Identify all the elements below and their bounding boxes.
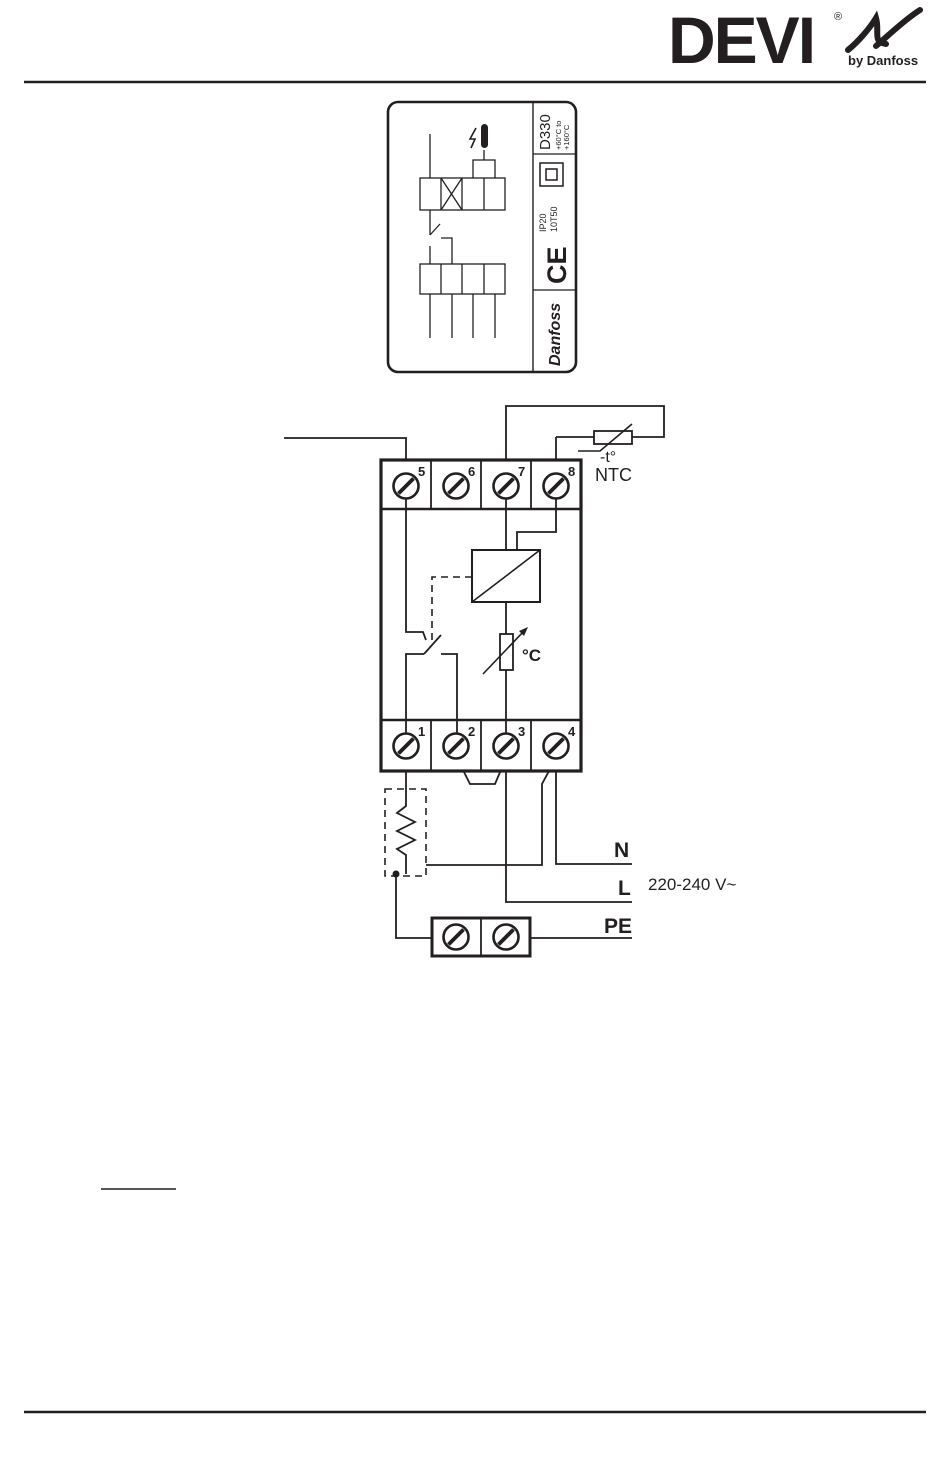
line-label: L [618, 877, 631, 900]
plate-ip-rating: IP20 [538, 213, 548, 232]
terminal-number: 3 [518, 724, 525, 739]
plate-maker-script: Danfoss [547, 303, 564, 366]
plate-model: D330 [537, 114, 554, 150]
earth-junction [393, 871, 400, 878]
terminal-number: 6 [468, 464, 475, 479]
pe-terminal-block [432, 918, 530, 956]
thermostat-module: °C [381, 460, 581, 771]
protective-earth-label: PE [604, 915, 632, 938]
probe-icon [481, 124, 488, 148]
setpoint-unit: °C [522, 646, 541, 665]
registered-mark: ® [834, 11, 842, 23]
ntc-minus-t: -t° [600, 449, 616, 466]
voltage-label: 220-240 V~ [648, 875, 736, 894]
terminal-number: 7 [518, 464, 525, 479]
brand-logo: DEVI ® by Danfoss [668, 3, 920, 77]
terminal-number: 4 [568, 724, 576, 739]
terminal-number: 5 [418, 464, 425, 479]
terminal-number: 8 [568, 464, 575, 479]
neutral-label: N [614, 839, 629, 862]
terminal-number: 1 [418, 724, 425, 739]
plate-range-line2: +160°C [562, 124, 571, 150]
brand-name: DEVI [668, 3, 814, 77]
wiring-diagram: -t° NTC [284, 406, 736, 956]
brand-byline: by Danfoss [848, 53, 918, 68]
label-plate: D330 +60°C to +160°C IP20 10T50 CE Danfo… [388, 102, 576, 372]
danfoss-swirl-icon [848, 10, 920, 50]
plate-temp-code: 10T50 [549, 206, 559, 232]
ntc-label: NTC [595, 465, 632, 485]
ce-mark-icon: CE [542, 246, 572, 284]
converter-icon [472, 550, 540, 602]
terminal-number: 2 [468, 724, 475, 739]
